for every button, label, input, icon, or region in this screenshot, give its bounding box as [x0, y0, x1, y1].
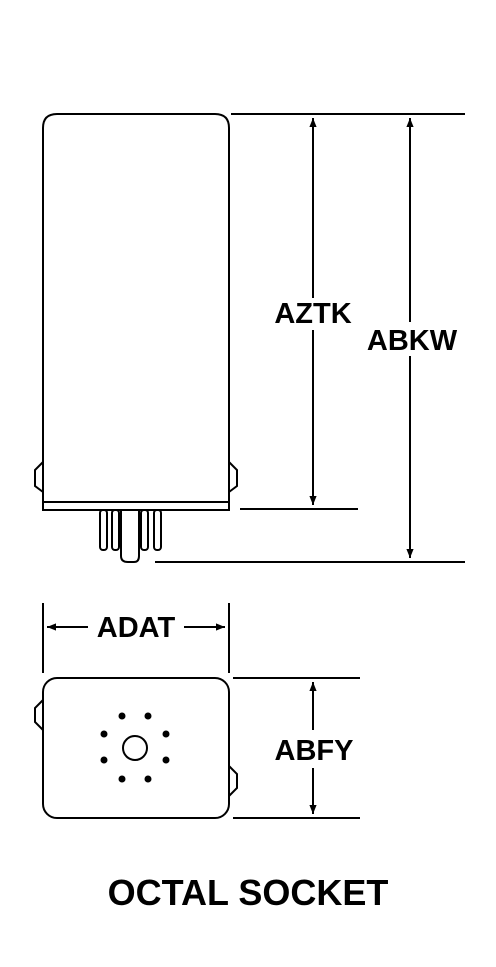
- relay-side-view: [34, 113, 238, 563]
- center-key-hole: [122, 735, 148, 761]
- relay-body-outline: [42, 113, 230, 502]
- abfy-label: ABFY: [275, 735, 354, 767]
- mount-tab-right: [228, 461, 238, 493]
- adat-label: ADAT: [97, 612, 176, 644]
- mount-tab-left: [34, 461, 44, 493]
- abkw-label: ABKW: [367, 325, 458, 357]
- keying-post: [120, 510, 140, 563]
- aztk-label: AZTK: [274, 298, 351, 330]
- pin-holes: [100, 712, 170, 783]
- relay-base-plate: [42, 501, 230, 511]
- caption: OCTAL SOCKET: [108, 872, 389, 913]
- extension-lines-bottom: [42, 603, 360, 819]
- bottom-view-outline: [42, 677, 230, 819]
- octal-pins: [99, 509, 162, 563]
- extension-lines-side: [155, 113, 465, 563]
- relay-bottom-view: [34, 677, 238, 819]
- bottom-tab-left: [34, 699, 44, 731]
- bottom-tab-right: [228, 765, 238, 797]
